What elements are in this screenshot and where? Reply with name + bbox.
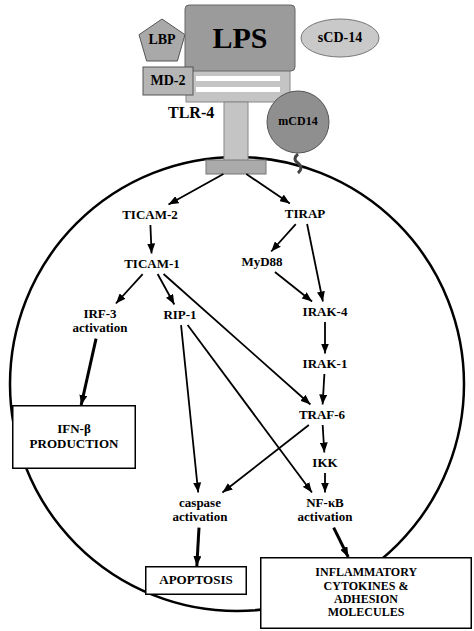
node-label: IRAK-1: [303, 357, 348, 372]
protein-ellipse: sCD-14: [300, 18, 380, 58]
outcome-box: INFLAMMATORY CYTOKINES & ADHESION MOLECU…: [260, 557, 472, 629]
arrow-connector: [307, 224, 323, 301]
arrow-connector: [168, 174, 223, 205]
protein-pentagon: LBP: [138, 18, 186, 62]
receptor-base: [206, 160, 266, 174]
ellipse-outline: [301, 19, 379, 57]
pathway-label: TICAM-1: [107, 257, 197, 272]
node-label: IRF-3 activation: [73, 307, 128, 336]
pathway-label: IRAK-1: [280, 357, 370, 372]
arrow-connector: [116, 274, 143, 303]
receptor-stripe: [196, 76, 280, 81]
node-label: RIP-1: [163, 308, 196, 323]
node-label: MD-2: [151, 73, 186, 89]
node-label: NF-κB activation: [298, 496, 353, 525]
arrow-connector: [181, 325, 198, 492]
receptor-stripe: [196, 87, 280, 92]
cell-membrane: [10, 157, 464, 611]
node-label: TRAF-6: [299, 408, 345, 423]
node-label: TICAM-1: [124, 257, 180, 272]
ligand-block: LPS: [184, 4, 296, 72]
arrow-connector: [188, 325, 312, 492]
node-label: IKK: [312, 456, 337, 471]
node-label: APOPTOSIS: [159, 573, 232, 588]
node-label: TIRAP: [285, 207, 325, 222]
arrow-connector: [197, 528, 199, 566]
receptor-cup: [186, 62, 290, 102]
node-label: MyD88: [241, 255, 282, 270]
outcome-box: APOPTOSIS: [145, 566, 247, 595]
box-outline: [13, 406, 136, 469]
box-outline: [146, 567, 247, 595]
node-label: TLR-4: [168, 104, 214, 122]
protein-box: MD-2: [142, 66, 194, 96]
node-label: INFLAMMATORY CYTOKINES & ADHESION MOLECU…: [315, 566, 416, 620]
circle-outline: [267, 91, 329, 153]
node-label: LBP: [148, 32, 175, 48]
membrane-anchor: [295, 154, 301, 173]
arrow-connector: [158, 274, 175, 304]
ligand-outline: [185, 5, 295, 71]
arrow-connector: [222, 425, 308, 492]
node-label: caspase activation: [173, 496, 228, 525]
arrow-connector: [150, 225, 151, 253]
arrow-connector: [324, 322, 326, 353]
box-outline: [261, 558, 472, 629]
pentagon-outline: [139, 19, 185, 61]
pathway-label: IRF-3 activation: [55, 307, 145, 336]
pathway-label: NF-κB activation: [280, 496, 370, 525]
protein-circle: mCD14: [266, 90, 330, 154]
arrow-connector: [164, 274, 311, 404]
pathway-label: MyD88: [217, 255, 307, 270]
pathway-label: caspase activation: [155, 496, 245, 525]
node-label: IFN-β PRODUCTION: [30, 422, 119, 451]
pathway-label: IRAK-4: [280, 305, 370, 320]
pathway-label: TIRAP: [260, 207, 350, 222]
pathway-label: TRAF-6: [277, 408, 367, 423]
arrow-connector: [334, 528, 349, 557]
node-label: IRAK-4: [303, 305, 348, 320]
rect-outline: [143, 67, 193, 95]
arrow-connector: [323, 374, 325, 404]
node-label: sCD-14: [318, 30, 362, 46]
pathway-label: TICAM-2: [105, 208, 195, 223]
arrow-connector: [81, 339, 96, 405]
arrow-connector: [323, 425, 325, 452]
node-label: mCD14: [278, 115, 317, 128]
outcome-box: IFN-β PRODUCTION: [12, 405, 136, 469]
receptor-stem: [224, 102, 248, 162]
node-label: LPS: [212, 21, 267, 55]
arrow-connector: [246, 174, 290, 204]
pathway-label: RIP-1: [145, 308, 215, 323]
arrow-connector: [275, 272, 312, 301]
pathway-label: IKK: [280, 456, 370, 471]
arrow-connector: [324, 473, 326, 492]
arrow-connector: [271, 224, 296, 251]
node-label: TICAM-2: [122, 208, 178, 223]
